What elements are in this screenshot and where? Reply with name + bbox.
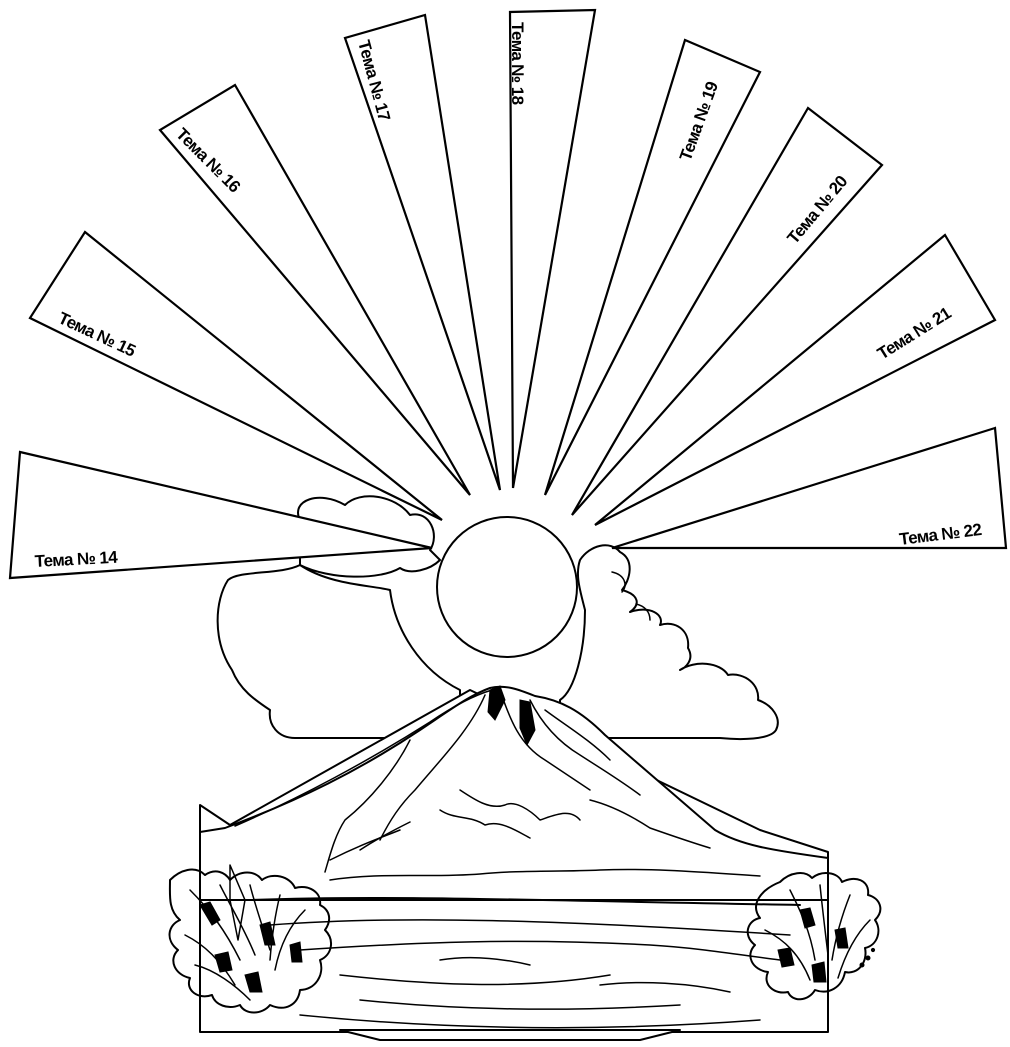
cloud-right [560,545,778,739]
sun [437,517,577,657]
ray-label: Тема № 18 [508,22,527,105]
ray-22: Тема № 22 [612,428,1006,549]
